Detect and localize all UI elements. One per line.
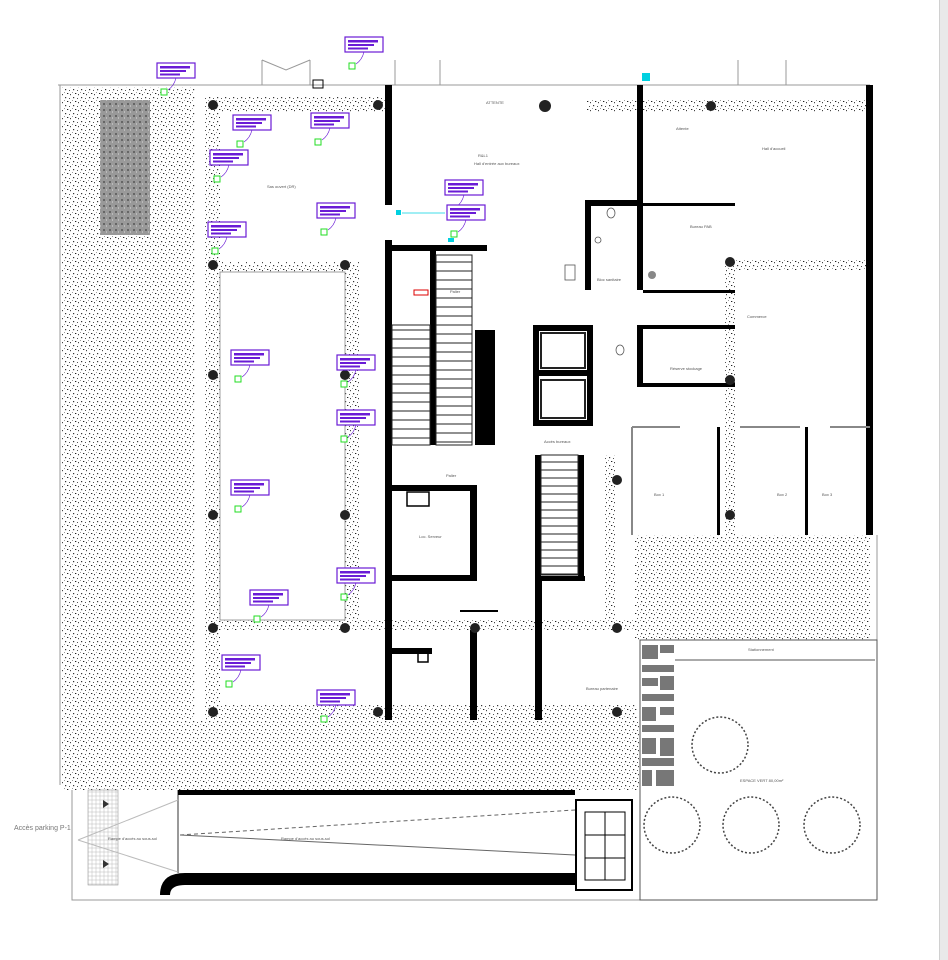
columns <box>208 100 735 717</box>
hatched-zones <box>62 87 870 790</box>
annotation-tag <box>156 62 196 96</box>
label-acces-parking: Accès parking P-1 <box>14 825 71 832</box>
tree-icon <box>803 796 861 854</box>
marker-icon <box>213 175 221 183</box>
label-escalier: Accès bureaux <box>544 439 570 444</box>
annotation-tag <box>209 149 249 183</box>
window-edge <box>939 0 948 960</box>
annotation-tag <box>336 354 376 388</box>
label-bloc-sanitaire: Bloc sanitaire <box>597 277 622 282</box>
marker-icon <box>340 593 348 601</box>
marker-icon <box>348 62 356 70</box>
parking-hatch <box>100 100 150 235</box>
label-hall-accueil: Hall d'accueil <box>762 146 786 151</box>
marker-icon <box>160 88 168 96</box>
espace-vert <box>639 639 878 901</box>
label-bureau-pab: Bureau PAB <box>690 224 712 229</box>
courtyard <box>219 271 346 621</box>
annotation-tag <box>221 654 261 688</box>
marker-icon <box>225 680 233 688</box>
annotation-tag <box>336 409 376 443</box>
parking-ramp <box>77 789 576 895</box>
elevators <box>540 332 586 419</box>
annotation-tag <box>230 349 270 383</box>
label-palier-top: Palier <box>450 289 461 294</box>
tree-icon <box>643 796 701 854</box>
marker-icon <box>450 230 458 238</box>
annotation-tag <box>344 36 384 70</box>
label-attente-top: ATTENTE <box>486 100 504 105</box>
marker-icon <box>234 375 242 383</box>
tree-icon <box>691 716 749 774</box>
walls <box>385 85 873 720</box>
label-hall-entree: Hall d'entrée aux bureaux <box>474 161 519 166</box>
label-espace-vert: ESPACE VERT 80,00m² <box>740 778 784 783</box>
annotation-tag <box>232 114 272 148</box>
label-rampe-1: Rampe d'accès au sous-sol <box>108 836 157 841</box>
stair-secondary <box>540 454 579 576</box>
label-commerce: Commerce <box>747 314 767 319</box>
marker-icon <box>340 435 348 443</box>
label-box3: Box 3 <box>822 492 833 497</box>
label-stationnement: Stationnement <box>748 647 775 652</box>
annotation-tags <box>156 36 486 723</box>
marker-icon <box>314 138 322 146</box>
annotation-tag <box>310 112 350 146</box>
annotation-tag <box>249 589 289 623</box>
cyan-markers <box>396 73 650 242</box>
label-hall-code: R&L1 <box>478 153 489 158</box>
marker-icon <box>320 715 328 723</box>
marker-icon <box>211 247 219 255</box>
label-reserve: Réserve stockage <box>670 366 703 371</box>
label-loc-serveur: Loc. Serveur <box>419 534 442 539</box>
room-labels: ATTENTE R&L1 Hall d'entrée aux bureaux S… <box>14 100 833 841</box>
label-box1: Box 1 <box>654 492 665 497</box>
annotation-tag <box>446 204 486 238</box>
annotation-tag <box>207 221 247 255</box>
label-palier-bottom: Palier <box>446 473 457 478</box>
entrance-doors <box>261 59 787 89</box>
stair-main <box>391 254 473 446</box>
tree-icon <box>722 796 780 854</box>
label-attente-right: Attente <box>676 126 689 131</box>
marker-icon <box>234 505 242 513</box>
label-sas: Sas ouvert (DR) <box>267 184 296 189</box>
sanitary-fixtures <box>406 207 656 663</box>
partition-lines <box>631 426 870 535</box>
marker-icon <box>236 140 244 148</box>
annotation-tag <box>316 689 356 723</box>
label-box2: Box 2 <box>777 492 788 497</box>
lift-shaft-bottom <box>575 799 633 891</box>
label-bureau-partenaire: Bureau partenaire <box>586 686 619 691</box>
annotation-tag <box>336 567 376 601</box>
label-rampe-2: Rampe d'accès au sous-sol <box>281 836 330 841</box>
marker-icon <box>253 615 261 623</box>
marker-icon <box>340 380 348 388</box>
marker-icon <box>320 228 328 236</box>
annotation-tag <box>230 479 270 513</box>
annotation-tag <box>316 202 356 236</box>
